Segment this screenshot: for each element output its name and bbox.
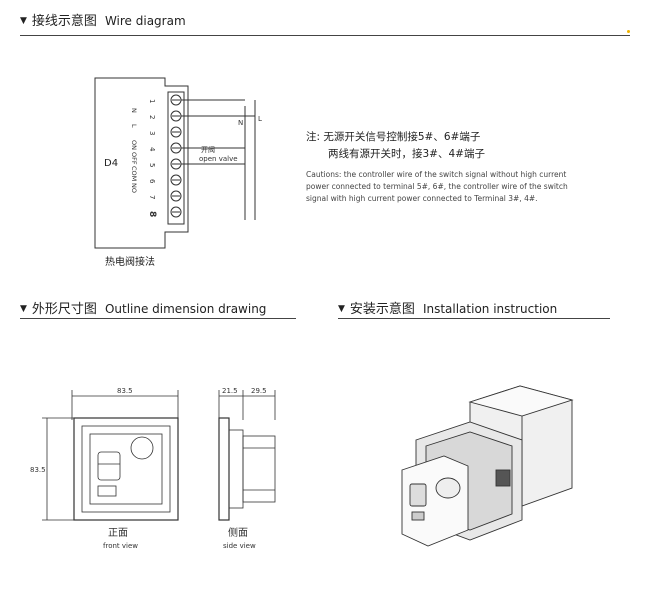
valve-label-cn: 开阀 bbox=[201, 145, 215, 154]
installation-illustration bbox=[401, 385, 574, 547]
pin-number: 7 bbox=[148, 195, 156, 199]
section-divider bbox=[338, 318, 610, 319]
depth-front-value: 21.5 bbox=[222, 387, 238, 395]
pin-label: N bbox=[130, 108, 138, 113]
section-title-en: Outline dimension drawing bbox=[104, 302, 267, 316]
pin-label: NO bbox=[130, 183, 138, 193]
pin-label: COM bbox=[130, 166, 138, 181]
note-en-1: Cautions: the controller wire of the swi… bbox=[306, 170, 567, 179]
triangle-icon: ▼ bbox=[338, 304, 345, 314]
section-title-en: Wire diagram bbox=[104, 14, 186, 28]
height-value: 83.5 bbox=[30, 466, 46, 474]
section-title-cn: 外形尺寸图 bbox=[31, 302, 97, 317]
knob-icon bbox=[130, 436, 154, 460]
triangle-icon: ▼ bbox=[20, 16, 27, 26]
terminal-block bbox=[167, 91, 185, 225]
line-label-n: N bbox=[238, 119, 243, 127]
width-value: 83.5 bbox=[117, 387, 133, 395]
indicator-icon bbox=[97, 485, 117, 497]
side-frame bbox=[228, 429, 244, 509]
side-box bbox=[242, 435, 276, 503]
pin-label: OFF bbox=[130, 152, 138, 165]
front-panel-face bbox=[89, 433, 163, 505]
pin-number: 1 bbox=[148, 99, 156, 103]
pin-number: 3 bbox=[148, 131, 156, 135]
note-en-2: power connected to terminal 5#, 6#, the … bbox=[306, 182, 568, 191]
pin-label: L bbox=[130, 124, 138, 128]
wiring-caption: 热电阀接法 bbox=[105, 255, 155, 268]
pin-label: ON bbox=[130, 140, 138, 150]
pin-number: 8 bbox=[147, 211, 157, 217]
section-title-cn: 接线示意图 bbox=[31, 14, 97, 29]
section-title-wire: ▼ 接线示意图 Wire diagram bbox=[20, 10, 186, 29]
depth-back-value: 29.5 bbox=[251, 387, 267, 395]
valve-label-en: open valve bbox=[199, 155, 238, 163]
front-caption-cn: 正面 bbox=[108, 528, 128, 539]
section-title-outline: ▼ 外形尺寸图 Outline dimension drawing bbox=[20, 298, 266, 317]
section-title-install: ▼ 安装示意图 Installation instruction bbox=[338, 298, 557, 317]
section-divider bbox=[20, 35, 630, 36]
pin-number: 2 bbox=[148, 115, 156, 119]
device-label: D4 bbox=[104, 158, 118, 169]
note-cn-2: 两线有源开关时，接3#、4#端子 bbox=[328, 148, 485, 160]
front-panel-outer bbox=[73, 417, 179, 521]
device-outline bbox=[94, 77, 189, 249]
front-panel-inner bbox=[81, 425, 171, 513]
note-en-3: signal with high current power connected… bbox=[306, 194, 538, 203]
rocker-switch-icon bbox=[97, 451, 121, 481]
pin-number: 5 bbox=[148, 163, 156, 167]
pin-number: 4 bbox=[148, 147, 156, 152]
section-title-cn: 安装示意图 bbox=[349, 302, 415, 317]
section-title-en: Installation instruction bbox=[422, 302, 558, 316]
triangle-icon: ▼ bbox=[20, 304, 27, 314]
terminal-screws bbox=[170, 94, 182, 218]
front-caption-en: front view bbox=[103, 542, 138, 550]
side-caption-cn: 侧面 bbox=[228, 526, 248, 539]
side-caption-en: side view bbox=[223, 542, 256, 550]
pin-number: 6 bbox=[148, 179, 156, 184]
note-cn-1: 注: 无源开关信号控制接5#、6#端子 bbox=[306, 131, 481, 143]
accent-dot bbox=[627, 30, 630, 33]
side-panel bbox=[218, 417, 230, 521]
section-divider bbox=[20, 318, 296, 319]
line-label-l: L bbox=[258, 115, 262, 123]
